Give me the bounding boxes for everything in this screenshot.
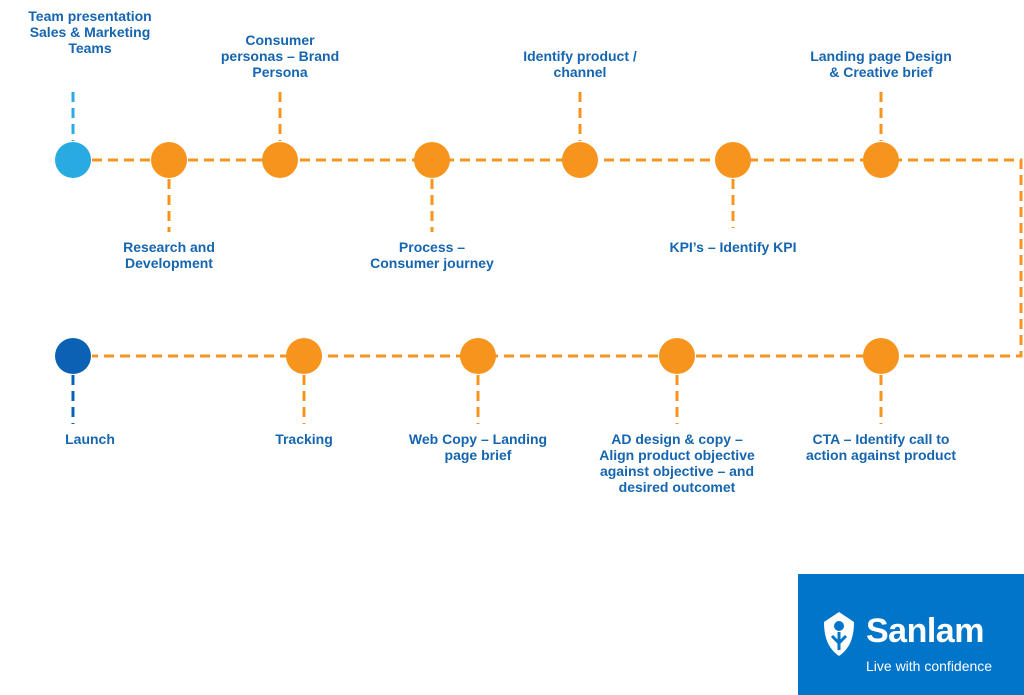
node-team-presentation [55,142,91,178]
label-identify-product: Identify product / channel [523,48,637,80]
label-process: Process – Consumer journey [370,239,494,271]
label-tracking: Tracking [275,431,333,447]
logo-name: Sanlam [866,612,984,650]
label-consumer-personas: Consumer personas – Brand Persona [220,32,340,80]
sanlam-shield-icon [824,612,854,656]
label-kpis: KPI’s – Identify KPI [669,239,797,255]
node-identify-product [562,142,598,178]
label-research-development: Research and Development [123,239,215,271]
node-cta [863,338,899,374]
node-research-development [151,142,187,178]
logo-tagline: Live with confidence [866,658,993,674]
label-team-presentation: Team presentation Sales & Marketing Team… [28,8,152,56]
node-launch [55,338,91,374]
node-ad-design [659,338,695,374]
node-web-copy [460,338,496,374]
node-tracking [286,338,322,374]
node-consumer-personas [262,142,298,178]
node-kpis [715,142,751,178]
label-web-copy: Web Copy – Landing page brief [408,431,548,463]
label-cta: CTA – Identify call to action against pr… [805,431,957,463]
node-process [414,142,450,178]
sanlam-logo: Sanlam Live with confidence [798,574,1024,695]
node-landing-page-design [863,142,899,178]
label-launch: Launch [65,431,115,447]
label-ad-design: AD design & copy – Align product objecti… [599,431,755,495]
timeline-path [92,158,1023,358]
label-landing-page-design: Landing page Design & Creative brief [810,48,952,80]
